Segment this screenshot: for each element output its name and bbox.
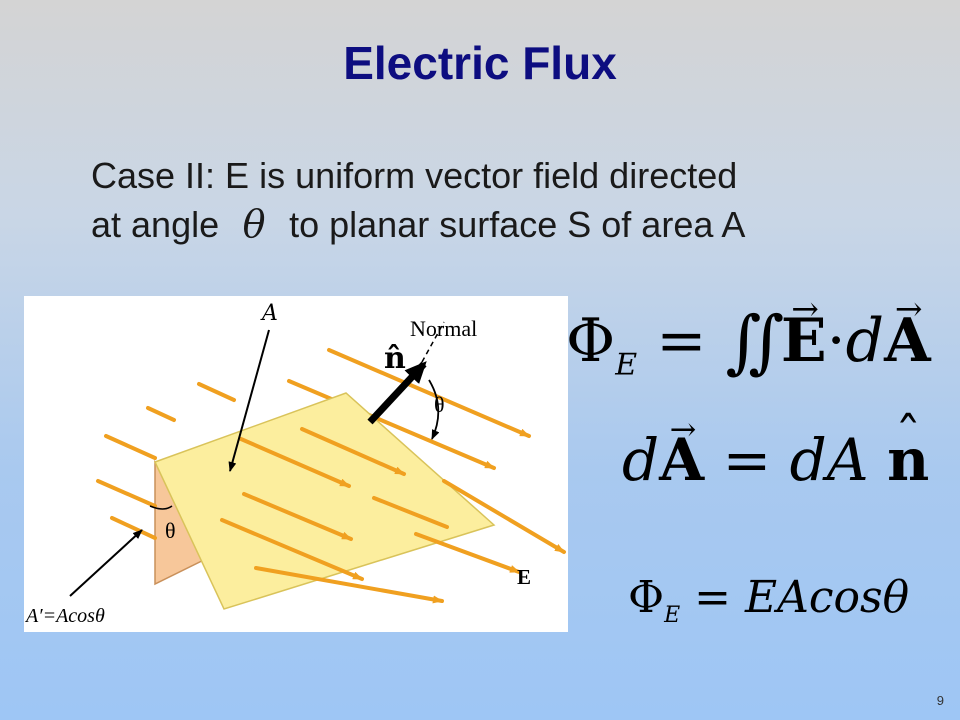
flux-symbol: Φ — [566, 305, 616, 376]
double-integral-symbol: ∬ — [725, 302, 785, 382]
description-line-2: at angle θ to planar surface S of area A — [91, 200, 911, 249]
field-lines-front — [220, 427, 566, 604]
field-line — [220, 518, 364, 581]
field-line — [442, 479, 566, 554]
area-vector-equation: dA = dA n — [622, 426, 929, 494]
field-line — [287, 379, 496, 470]
field-line — [254, 566, 444, 604]
angle-arc-side — [149, 505, 173, 510]
normal-label: Normal — [410, 316, 477, 341]
description-line-1: Case II: E is uniform vector field direc… — [91, 155, 738, 196]
flux-subscript: E — [664, 602, 681, 628]
theta-label-top: θ — [434, 392, 445, 417]
flux-product: EAcos — [745, 572, 883, 623]
tilted-surface — [153, 392, 496, 610]
n-hat-label: n̂ — [384, 341, 406, 376]
slide-title: Electric Flux — [343, 37, 617, 89]
theta-label-side: θ — [165, 518, 176, 543]
flux-integral-equation: ΦE = ∬E·dA — [566, 302, 931, 382]
area-scalar: A — [826, 426, 869, 494]
differential-d: d — [789, 426, 827, 494]
flux-result-equation: ΦE = EAcosθ — [628, 572, 909, 628]
dot-operator: · — [826, 305, 846, 376]
unit-normal-vector: n — [887, 426, 929, 494]
equals-sign: = — [722, 426, 772, 494]
flux-diagram-svg: A Normal n̂ θ θ E A′=Acosθ — [24, 301, 566, 627]
field-line — [110, 516, 157, 540]
page-number: 9 — [936, 693, 944, 708]
equals-sign: = — [694, 572, 732, 623]
flux-symbol: Φ — [628, 572, 665, 623]
normal-vector-arrow — [367, 361, 427, 425]
field-line — [300, 427, 406, 476]
field-line — [242, 492, 353, 541]
field-line — [239, 437, 351, 488]
field-vector: E — [781, 306, 827, 376]
area-pointer-arrow — [228, 329, 270, 472]
field-line — [327, 348, 531, 438]
case-description: Case II: E is uniform vector field direc… — [91, 152, 911, 249]
flux-subscript: E — [615, 347, 638, 383]
field-line — [104, 434, 157, 460]
field-label: E — [517, 565, 531, 589]
differential-d: d — [845, 305, 885, 376]
differential-d: d — [622, 426, 660, 494]
projected-pointer-arrow — [69, 529, 143, 597]
area-vector: A — [659, 426, 704, 494]
normal-dashed-line — [421, 321, 445, 363]
angle-arc-top — [428, 379, 440, 440]
field-lines-back — [287, 348, 531, 470]
description-line-2-end: to planar surface S of area A — [289, 204, 746, 245]
field-line — [372, 496, 449, 529]
description-line-2-start: at angle — [91, 204, 220, 245]
flux-diagram: A Normal n̂ θ θ E A′=Acosθ — [24, 296, 568, 632]
area-label: A — [260, 301, 278, 326]
field-line — [197, 382, 236, 402]
theta-symbol: θ — [882, 572, 910, 623]
field-lines-left — [96, 382, 236, 540]
area-vector: A — [884, 306, 931, 376]
field-line — [414, 532, 521, 574]
field-line — [146, 406, 176, 422]
projected-area-label: A′=Acosθ — [24, 605, 105, 627]
theta-symbol: θ — [242, 202, 266, 246]
equals-sign: = — [656, 305, 707, 376]
field-line — [96, 479, 157, 508]
